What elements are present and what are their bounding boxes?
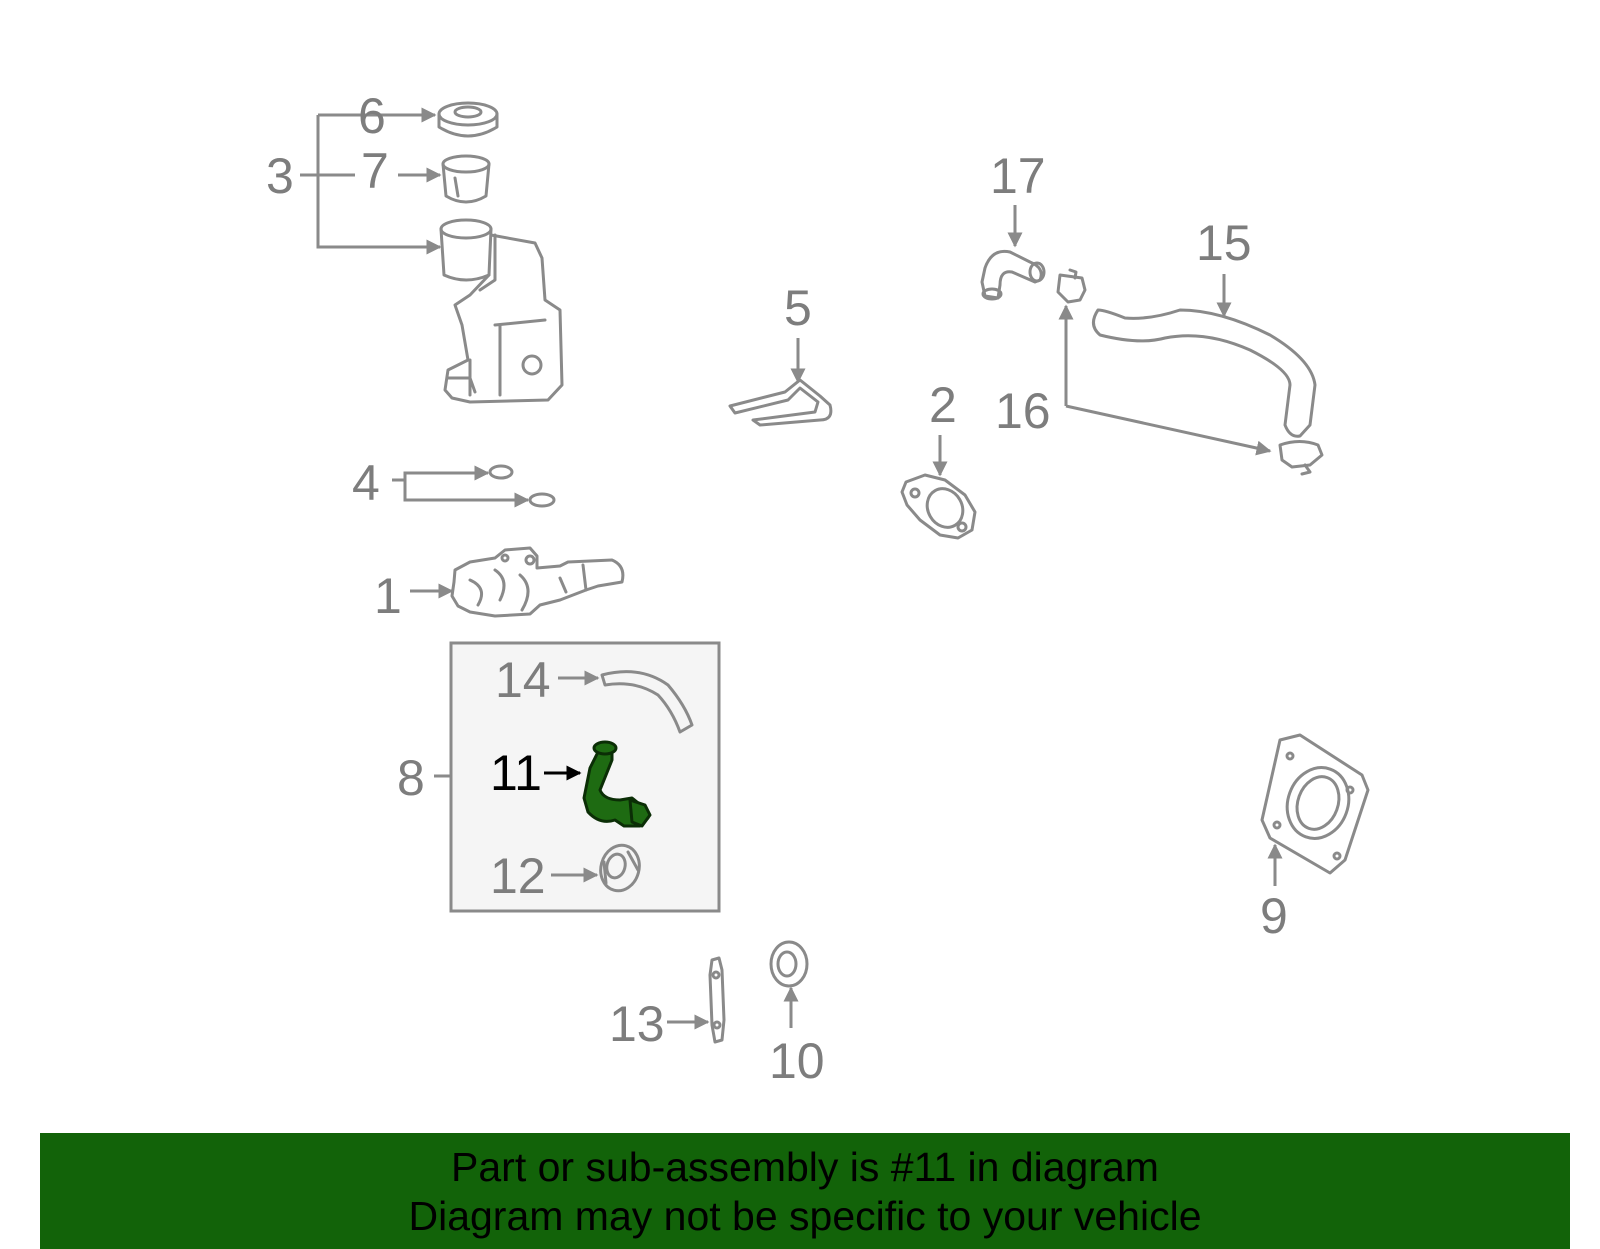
callout-2: 2 <box>929 377 957 433</box>
flange-plate-group <box>1260 733 1370 886</box>
small-bracket-group <box>667 956 726 1044</box>
hose-piece-group <box>558 670 694 734</box>
callout-17: 17 <box>990 148 1046 204</box>
banner-line-disclaimer: Diagram may not be specific to your vehi… <box>408 1193 1202 1239</box>
banner-line-part-number: Part or sub-assembly is #11 in diagram <box>451 1144 1159 1190</box>
callout-10: 10 <box>769 1033 825 1089</box>
washer-group <box>769 940 809 1028</box>
callout-11: 11 <box>490 745 542 801</box>
grommet-group <box>551 843 641 893</box>
callout-9: 9 <box>1260 888 1288 944</box>
o-rings-group <box>392 464 556 508</box>
reservoir-group <box>300 101 564 404</box>
callout-15: 15 <box>1196 215 1252 271</box>
callout-16: 16 <box>995 383 1051 439</box>
callout-1: 1 <box>374 568 402 624</box>
subassembly-box <box>449 641 721 913</box>
hose-group <box>1056 268 1324 476</box>
callout-12: 12 <box>490 848 546 904</box>
elbow-fitting-group <box>980 205 1046 301</box>
callout-13: 13 <box>609 996 665 1052</box>
callout-7: 7 <box>361 143 389 199</box>
callout-6: 6 <box>358 88 386 144</box>
master-cylinder-group <box>410 546 625 618</box>
callout-8: 8 <box>397 750 425 806</box>
bracket-group <box>728 338 833 427</box>
pcv-valve-highlighted <box>544 740 652 828</box>
callout-14: 14 <box>495 652 551 708</box>
info-banner: Part or sub-assembly is #11 in diagram D… <box>40 1133 1570 1249</box>
gasket-group <box>900 435 977 540</box>
callout-3: 3 <box>266 148 294 204</box>
callout-5: 5 <box>784 280 812 336</box>
callout-4: 4 <box>352 455 380 511</box>
